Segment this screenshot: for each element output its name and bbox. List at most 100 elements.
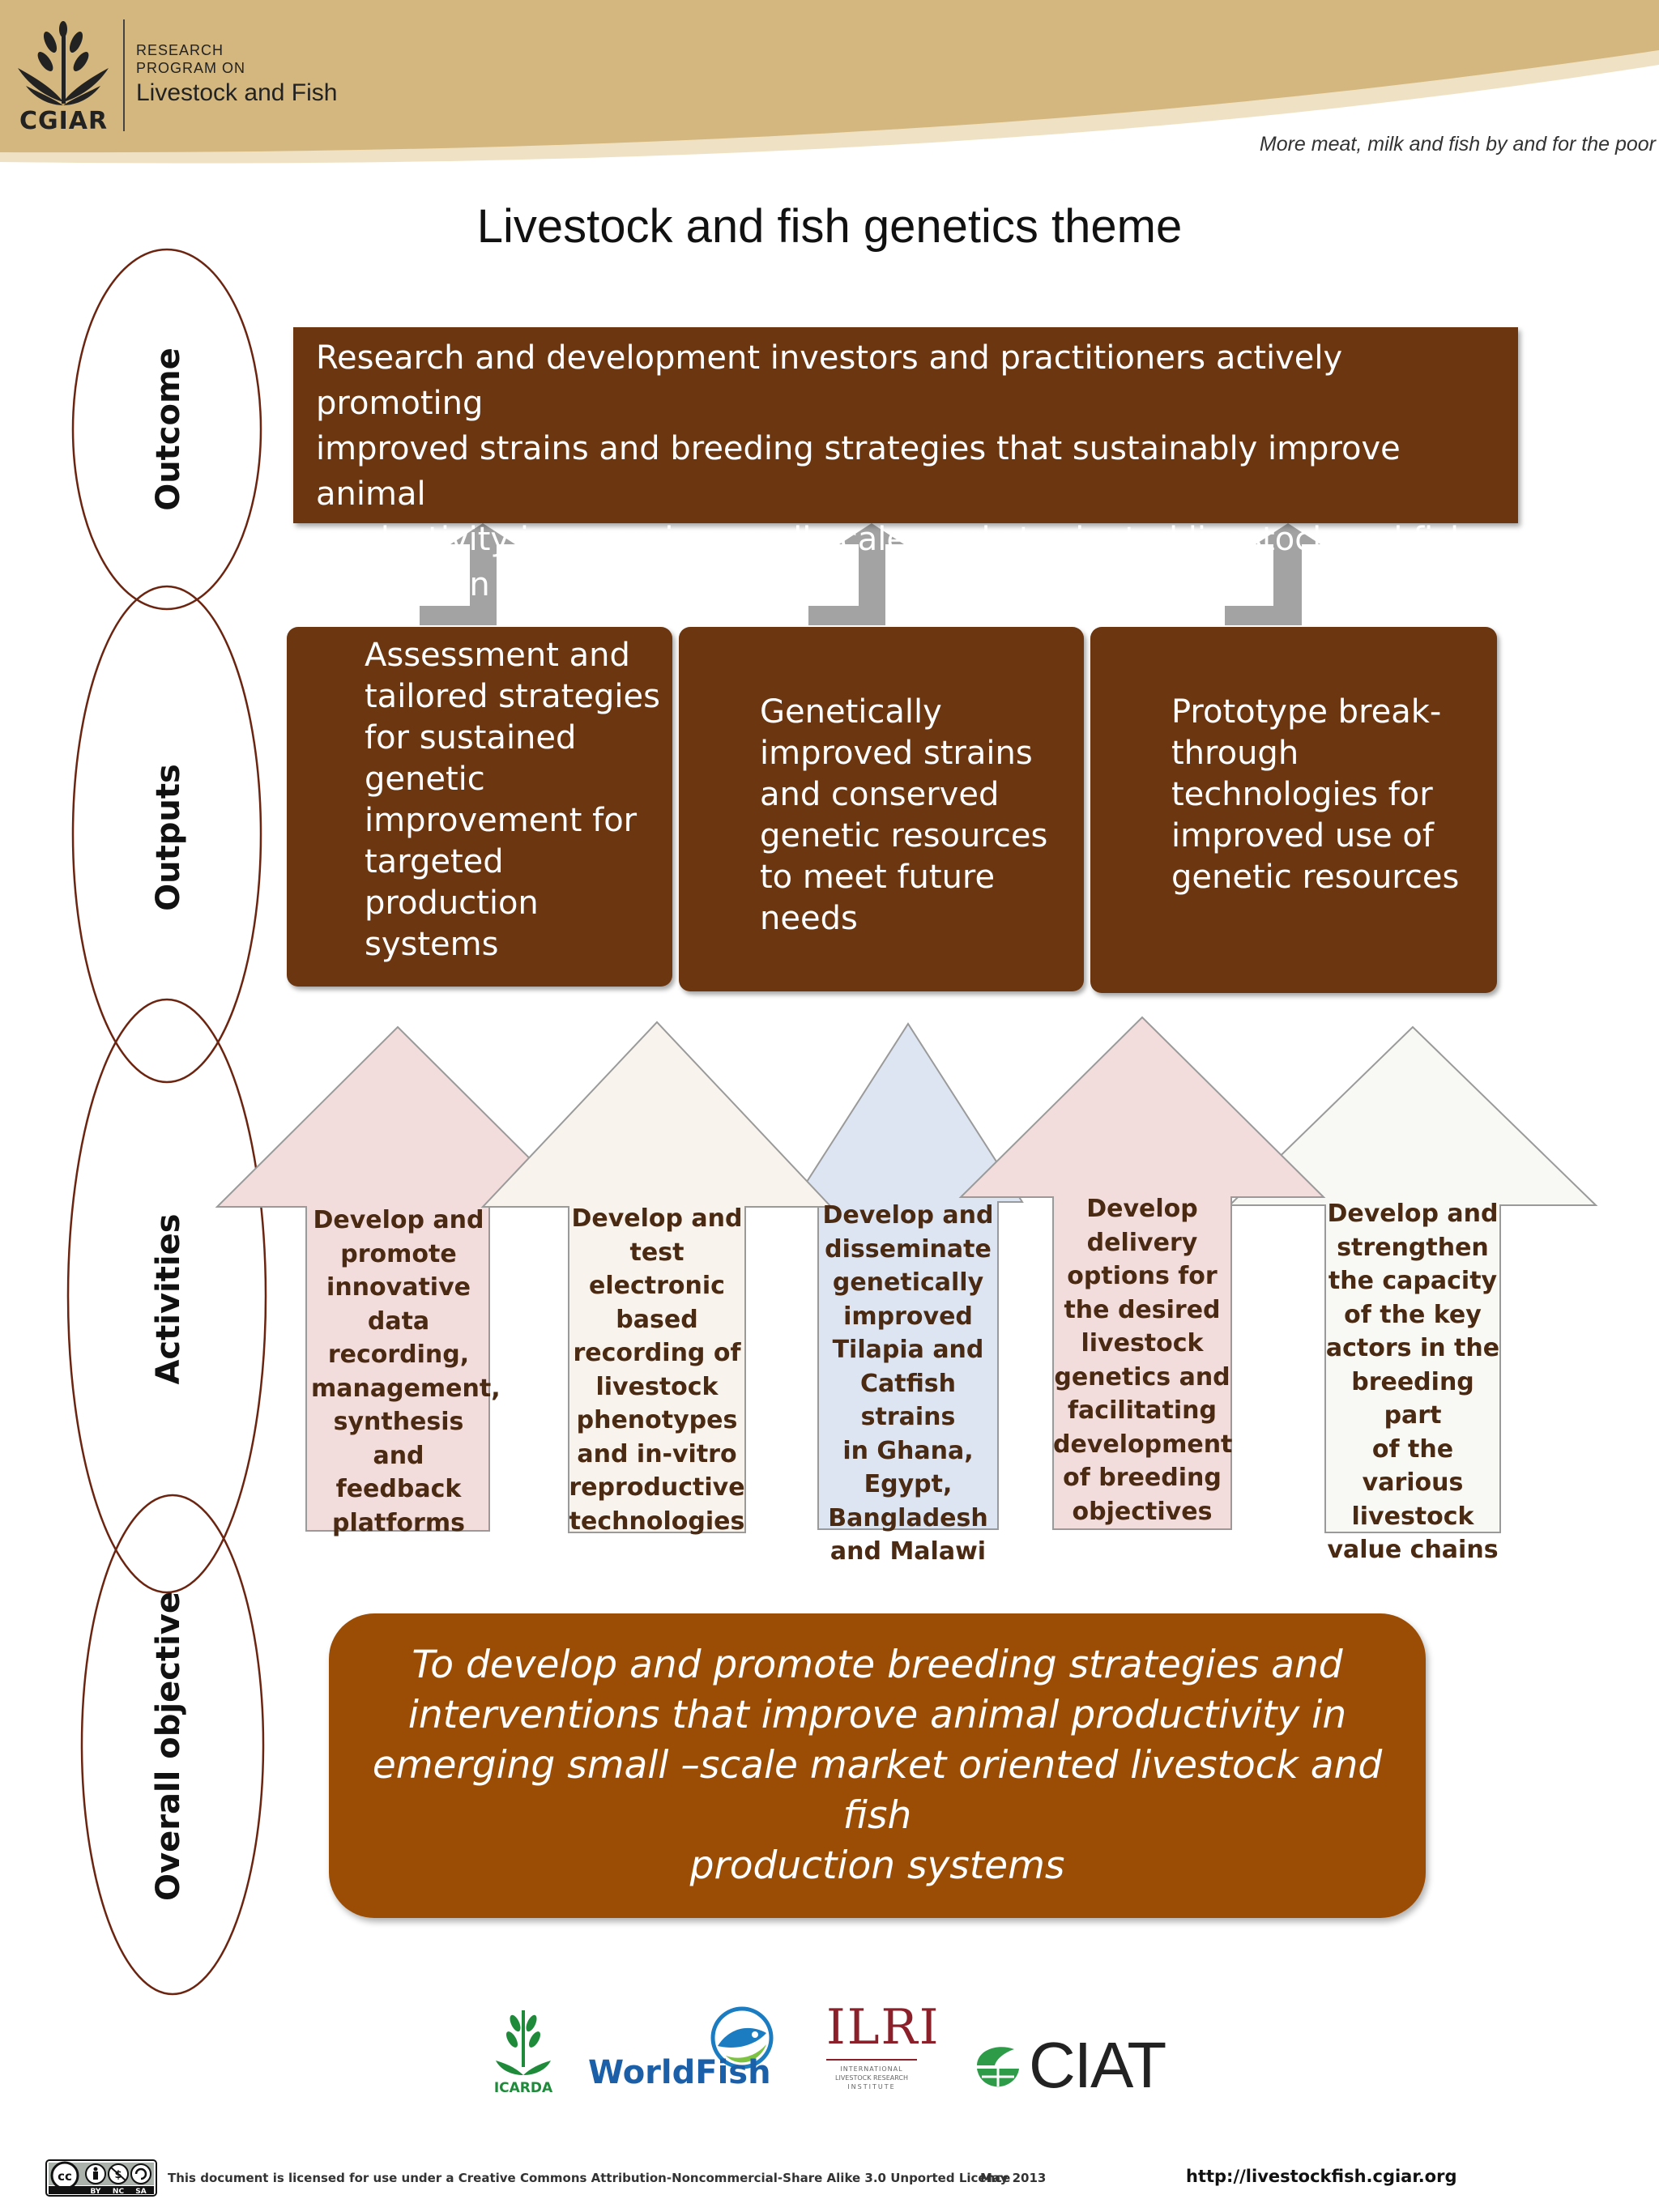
activity-line: Catfish strains	[859, 1369, 957, 1432]
footer-date: May 2013	[980, 2171, 1047, 2185]
outputs-ellipse	[71, 585, 262, 1084]
activity-line: test electronic	[589, 1238, 725, 1301]
program-line-1: RESEARCH	[136, 42, 224, 58]
output-line: improved strains	[760, 735, 1033, 772]
activity-line: development	[1053, 1430, 1233, 1459]
cc-label-sa: SA	[135, 2188, 146, 2196]
ciat-globe-icon	[977, 2047, 1019, 2087]
output-box-3: Prototype break- through technologies fo…	[1090, 627, 1497, 993]
output-line: production	[365, 884, 539, 922]
activity-line: the desired	[1064, 1295, 1221, 1324]
output-line: genetic resources	[760, 817, 1048, 855]
activity-line: and Malawi	[830, 1537, 987, 1566]
activity-arrows	[215, 1016, 1598, 1533]
ilri-sub-3: INSTITUTE	[847, 2083, 896, 2091]
activity-line: technologies	[569, 1507, 745, 1536]
ilri-wordmark: ILRI	[826, 1999, 940, 2056]
activity-line: Develop and	[1327, 1200, 1499, 1228]
activity-line: Develop and	[571, 1204, 743, 1233]
activity-line: phenotypes	[576, 1406, 738, 1434]
activity-text-3: Develop and disseminate genetically impr…	[818, 1199, 998, 1569]
icarda-logo[interactable]: ICARDA	[489, 2004, 557, 2099]
worldfish-wordmark: WorldFish	[588, 2054, 771, 2091]
output-line: genetic	[365, 761, 485, 798]
activity-text-2: Develop and test electronic based record…	[569, 1202, 745, 1538]
activity-line: delivery	[1086, 1228, 1198, 1257]
output-line: Prototype break-	[1171, 693, 1442, 731]
ilri-logo[interactable]: ILRI INTERNATIONAL LIVESTOCK RESEARCH IN…	[826, 1999, 938, 2096]
objective-line: production systems	[689, 1843, 1065, 1888]
output-line: to meet future	[760, 859, 996, 896]
svg-text:$: $	[114, 2169, 122, 2181]
activity-line: Develop and	[313, 1206, 484, 1234]
activity-line: Egypt,	[864, 1470, 953, 1498]
output-line: needs	[760, 900, 858, 937]
output-box-2: Genetically improved strains and conserv…	[679, 627, 1084, 991]
activity-line: value chains	[1327, 1536, 1499, 1564]
output-line: systems	[365, 926, 499, 963]
output-line: genetic resources	[1171, 859, 1460, 896]
band-label-activities: Activities	[150, 1213, 187, 1385]
activity-line: livestock	[595, 1372, 719, 1401]
activity-line: feedback	[335, 1475, 462, 1503]
band-label-outcome: Outcome	[150, 347, 187, 511]
outcome-line: Research and development investors and p…	[316, 339, 1343, 422]
activity-line: genetically	[832, 1268, 984, 1297]
activities-ellipse	[66, 998, 267, 1594]
output-line: technologies for	[1171, 776, 1433, 813]
objective-line: interventions that improve animal produc…	[407, 1693, 1347, 1737]
ciat-logo[interactable]: CIAT	[972, 2029, 1175, 2101]
activity-text-4: Develop delivery options for the desired…	[1053, 1192, 1233, 1528]
activity-line: facilitating	[1068, 1396, 1217, 1425]
activity-line: livestock	[1081, 1329, 1204, 1357]
svg-text:cc: cc	[58, 2169, 72, 2184]
activity-line: and in-vitro	[577, 1439, 737, 1468]
activity-line: Bangladesh	[828, 1503, 988, 1532]
program-line-2: PROGRAM ON	[136, 60, 246, 76]
activity-line: of breeding	[1063, 1464, 1222, 1492]
cc-label-nc: NC	[113, 2188, 125, 2196]
output-line: through	[1171, 735, 1299, 772]
activity-line: breeding part	[1351, 1367, 1474, 1430]
grey-up-arrow-icon	[1225, 523, 1320, 625]
activity-line: reproductive	[569, 1473, 745, 1502]
output-line: and conserved	[760, 776, 1000, 813]
ilri-sub-1: INTERNATIONAL	[840, 2065, 903, 2073]
footer-url-link[interactable]: http://livestockfish.cgiar.org	[1186, 2167, 1457, 2186]
output-line: for sustained	[365, 719, 577, 757]
worldfish-logo[interactable]: WorldFish	[588, 2004, 774, 2101]
activity-line: Tilapia and	[832, 1336, 984, 1364]
activity-line: livestock	[1351, 1502, 1474, 1531]
logo-divider	[123, 19, 125, 131]
activity-line: Develop	[1086, 1195, 1198, 1223]
creative-commons-icon[interactable]: cc $ BY NC SA	[45, 2159, 157, 2197]
activity-line: objectives	[1072, 1497, 1213, 1526]
band-label-outputs: Outputs	[150, 764, 187, 911]
grey-up-arrow-icon	[808, 523, 904, 625]
activity-line: of the various	[1362, 1434, 1464, 1498]
icarda-wordmark: ICARDA	[493, 2080, 553, 2096]
output-line: Assessment and	[365, 637, 630, 674]
activity-line: recording of	[573, 1339, 741, 1367]
outcome-ellipse	[71, 248, 262, 611]
objective-line: emerging small –scale market oriented li…	[372, 1743, 1383, 1838]
outcome-line: productivity in emerging small-scale mar…	[316, 521, 1471, 558]
activity-line: actors in the	[1325, 1334, 1500, 1362]
band-label-objective: Overall objective	[150, 1592, 187, 1901]
activity-line: management,	[311, 1374, 501, 1403]
objective-line: To develop and promote breeding strategi…	[412, 1643, 1343, 1687]
output-line: Genetically	[760, 693, 942, 731]
cc-label-by: BY	[91, 2188, 101, 2196]
activity-line: promote	[340, 1239, 457, 1268]
objective-ellipse	[80, 1494, 265, 1996]
header-banner	[0, 0, 1659, 164]
activity-line: the capacity	[1328, 1267, 1498, 1295]
grey-up-arrow-icon	[420, 523, 515, 625]
output-line: tailored strategies	[365, 678, 660, 715]
activity-line: in Ghana,	[842, 1436, 974, 1465]
activity-line: strengthen	[1337, 1233, 1489, 1262]
program-name: Livestock and Fish	[136, 79, 338, 106]
footer-license-text: This document is licensed for use under …	[168, 2171, 1011, 2185]
worldfish-fish-icon	[710, 2006, 774, 2069]
